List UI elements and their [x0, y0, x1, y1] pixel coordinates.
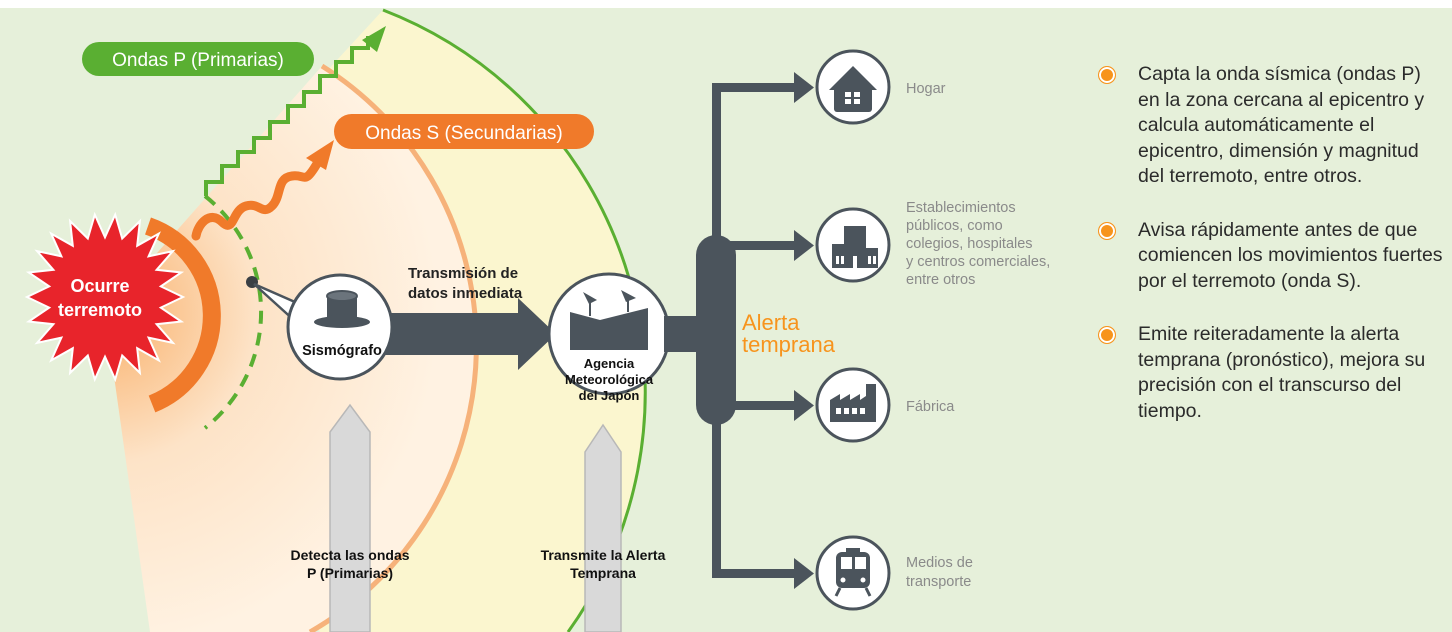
p-wave-dashed-arc [203, 194, 264, 430]
train-icon [834, 548, 872, 597]
feature-item: Capta la onda sísmica (ondas P) en la zo… [1096, 62, 1446, 190]
p-wave-arrowhead [362, 26, 386, 52]
bullet-dot-icon [1098, 66, 1116, 84]
branch-arrows [712, 72, 814, 589]
transmit-arrow [584, 423, 622, 632]
seismograph-node: Sismógrafo [286, 273, 394, 381]
s-waves-pill [334, 114, 594, 149]
feature-text: Avisa rápidamente antes de que comiencen… [1138, 218, 1443, 292]
destination-public-label: Establecimientos públicos, como colegios… [906, 200, 1054, 288]
destination-home: Hogar [815, 49, 946, 125]
feature-item: Avisa rápidamente antes de que comiencen… [1096, 218, 1446, 295]
bullet-dot-icon [1098, 326, 1116, 344]
seismograph-icon [314, 290, 370, 328]
p-waves-label: Ondas P (Primarias) [112, 50, 284, 71]
bullet-dot-icon [1098, 221, 1116, 240]
destination-factory: Fábrica [815, 367, 955, 443]
earthquake-burst [24, 211, 186, 383]
p-wave-arrow [204, 36, 370, 196]
destination-public: Establecimientos públicos, como colegios… [815, 200, 1054, 288]
destination-home-label: Hogar [906, 81, 946, 97]
distribution-trunk [712, 84, 721, 578]
s-wave-arrow [191, 157, 323, 241]
transmission-arrow [380, 298, 556, 370]
feature-list: Capta la onda sísmica (ondas P) en la zo… [1096, 62, 1446, 452]
feature-text: Emite reiteradamente la alerta temprana … [1138, 323, 1426, 422]
detect-arrow [329, 403, 371, 632]
agency-building-icon [570, 290, 648, 350]
agency-hub-connector [664, 316, 698, 352]
public-building-icon [832, 226, 878, 268]
destination-factory-label: Fábrica [906, 399, 955, 415]
s-wave-area [105, 66, 477, 632]
s-waves-label: Ondas S (Secundarias) [365, 123, 563, 144]
p-waves-pill [82, 42, 314, 76]
feature-item: Emite reiteradamente la alerta temprana … [1096, 322, 1446, 424]
seismograph-label: Sismógrafo [302, 343, 382, 359]
s-wave-origin-arc [144, 217, 221, 413]
factory-icon [830, 384, 876, 422]
s-wave-arrowhead [306, 140, 334, 170]
house-icon [829, 66, 877, 112]
feature-text: Capta la onda sísmica (ondas P) en la zo… [1138, 63, 1425, 187]
